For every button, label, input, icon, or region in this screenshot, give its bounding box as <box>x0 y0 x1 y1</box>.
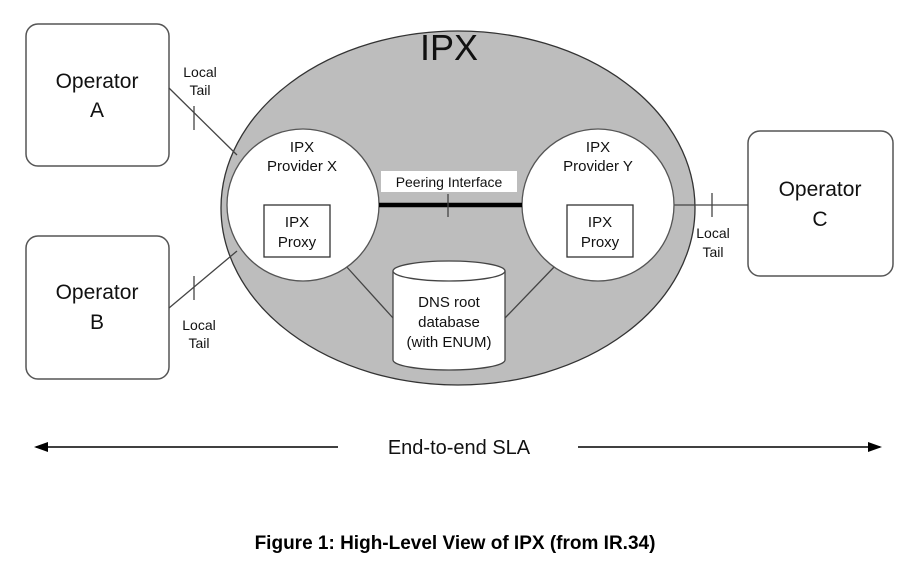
operator-b-box: Operator B <box>25 235 170 380</box>
proxy-x-label-1: IPX <box>285 214 309 231</box>
proxy-y-box <box>566 204 634 258</box>
ipx-cloud-label: IPX <box>420 27 478 68</box>
dns-label-3: (with ENUM) <box>407 334 492 351</box>
operator-a-box: Operator A <box>25 23 170 167</box>
dns-database: DNS root database (with ENUM) <box>392 260 506 371</box>
operator-a-label: Operator <box>56 70 139 93</box>
figure-caption: Figure 1: High-Level View of IPX (from I… <box>254 533 656 554</box>
local-tail-c-label-2: Tail <box>702 244 723 260</box>
proxy-y-label-1: IPX <box>588 214 612 231</box>
link-b-to-provider-x <box>168 250 238 309</box>
provider-x-label-1: IPX <box>290 139 314 156</box>
ipx-cloud <box>220 30 696 386</box>
local-tail-b-label-2: Tail <box>188 335 209 351</box>
operator-c-label: Operator <box>779 178 862 201</box>
local-tail-b-label-1: Local <box>182 317 215 333</box>
provider-y-label-2: Provider Y <box>563 158 633 175</box>
link-provider-y-to-dns <box>504 264 557 319</box>
proxy-y-label-2: Proxy <box>581 234 620 251</box>
peering-interface-label: Peering Interface <box>396 174 503 190</box>
peering-label-bg <box>381 171 517 192</box>
local-tail-c-label-1: Local <box>696 225 729 241</box>
provider-y-label-1: IPX <box>586 139 610 156</box>
operator-b-label: Operator <box>56 281 139 304</box>
local-tail-a-label-1: Local <box>183 64 216 80</box>
dns-label-2: database <box>418 314 480 331</box>
operator-a-letter: A <box>90 99 104 122</box>
operator-c-letter: C <box>812 208 827 231</box>
proxy-x-label-2: Proxy <box>278 234 317 251</box>
dns-label-1: DNS root <box>418 294 481 311</box>
proxy-x-box <box>263 204 331 258</box>
link-provider-x-to-dns <box>344 264 394 319</box>
provider-x-label-2: Provider X <box>267 158 337 175</box>
sla-label: End-to-end SLA <box>388 437 531 459</box>
operator-b-letter: B <box>90 311 104 334</box>
operator-c-box: Operator C <box>747 130 894 277</box>
local-tail-a-label-2: Tail <box>189 82 210 98</box>
link-a-to-provider-x <box>168 87 238 156</box>
provider-x: IPX Provider X IPX Proxy <box>226 128 380 282</box>
provider-y: IPX Provider Y IPX Proxy <box>521 128 675 282</box>
